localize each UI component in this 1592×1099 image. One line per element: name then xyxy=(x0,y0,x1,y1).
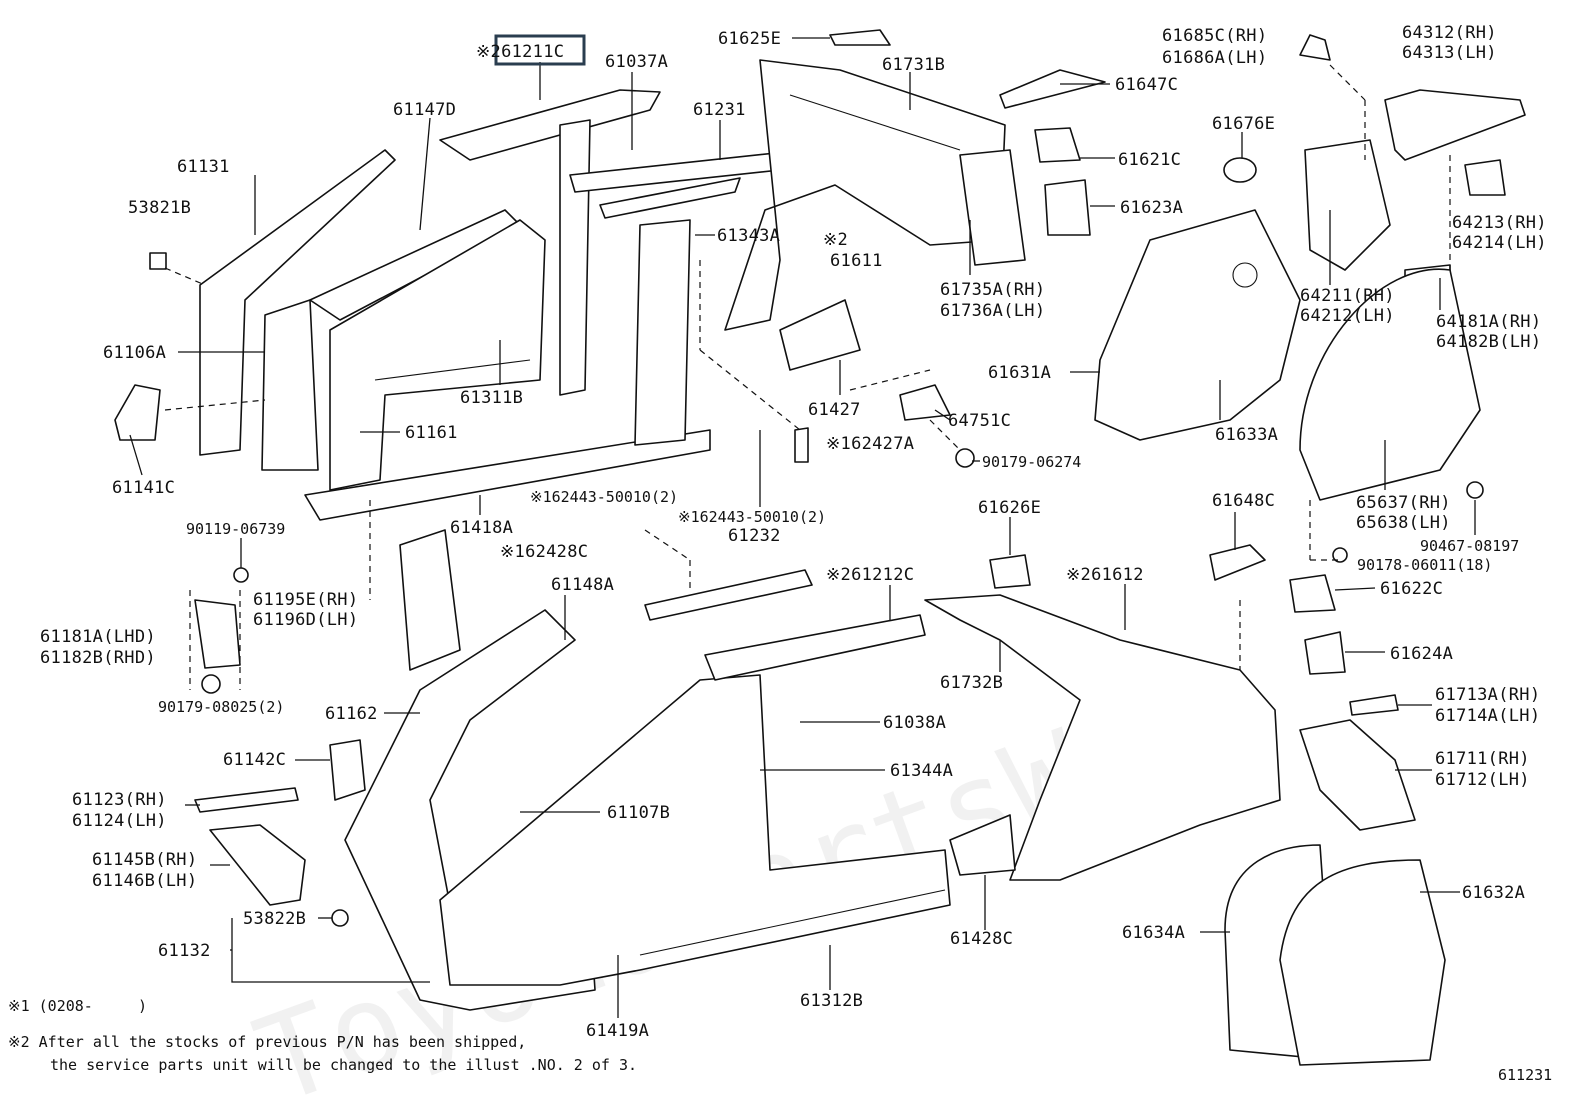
label-61142c[interactable]: 61142C xyxy=(223,750,286,770)
label-64181a[interactable]: 64181A(RH) xyxy=(1436,312,1541,332)
label-61735a[interactable]: 61735A(RH) xyxy=(940,280,1045,300)
note-2-line-2: the service parts unit will be changed t… xyxy=(50,1056,637,1074)
label-61731b[interactable]: 61731B xyxy=(882,55,945,75)
label-64211[interactable]: 64211(RH) xyxy=(1300,286,1395,306)
label-61146b[interactable]: 61146B(LH) xyxy=(92,871,197,891)
label-62428c[interactable]: ※162428C xyxy=(500,542,588,562)
label-61124[interactable]: 61124(LH) xyxy=(72,811,167,831)
label-61418a[interactable]: 61418A xyxy=(450,518,513,538)
label-61648c[interactable]: 61648C xyxy=(1212,491,1275,511)
label-53821b[interactable]: 53821B xyxy=(128,198,191,218)
label-61621c[interactable]: 61621C xyxy=(1118,150,1181,170)
label-61196d[interactable]: 61196D(LH) xyxy=(253,610,358,630)
label-90179-06274[interactable]: 90179-06274 xyxy=(982,453,1081,471)
label-61428c[interactable]: 61428C xyxy=(950,929,1013,949)
parts-illustration xyxy=(114,29,1526,1066)
label-64313[interactable]: 64313(LH) xyxy=(1402,43,1497,63)
label-61632a[interactable]: 61632A xyxy=(1462,883,1525,903)
label-61714a[interactable]: 61714A(LH) xyxy=(1435,706,1540,726)
note-2-line-1: ※2 After all the stocks of previous P/N … xyxy=(8,1033,526,1051)
label-61195e[interactable]: 61195E(RH) xyxy=(253,590,358,610)
label-61145b[interactable]: 61145B(RH) xyxy=(92,850,197,870)
label-90467-08197[interactable]: 90467-08197 xyxy=(1420,537,1519,555)
label-64212[interactable]: 64212(LH) xyxy=(1300,306,1395,326)
label-61686a[interactable]: 61686A(LH) xyxy=(1162,48,1267,68)
dashed-lines xyxy=(164,64,1451,690)
label-64312[interactable]: 64312(RH) xyxy=(1402,23,1497,43)
label-61611-mark: ※2 xyxy=(823,230,848,250)
label-61106a[interactable]: 61106A xyxy=(103,343,166,363)
label-61312b[interactable]: 61312B xyxy=(800,991,863,1011)
label-64751c[interactable]: 64751C xyxy=(948,411,1011,431)
label-61624a[interactable]: 61624A xyxy=(1390,644,1453,664)
label-61212c[interactable]: ※261212C xyxy=(826,565,914,585)
label-65638[interactable]: 65638(LH) xyxy=(1356,513,1451,533)
label-61685c[interactable]: 61685C(RH) xyxy=(1162,26,1267,46)
highlighted-part-box xyxy=(494,34,586,66)
label-61231[interactable]: 61231 xyxy=(693,100,746,120)
label-61181a[interactable]: 61181A(LHD) xyxy=(40,627,156,647)
label-62443-50010-b[interactable]: ※162443-50010(2) xyxy=(678,508,826,526)
label-61037a[interactable]: 61037A xyxy=(605,52,668,72)
label-61161[interactable]: 61161 xyxy=(405,423,458,443)
label-61633a[interactable]: 61633A xyxy=(1215,425,1278,445)
label-61147d[interactable]: 61147D xyxy=(393,100,456,120)
label-90178-06011[interactable]: 90178-06011(18) xyxy=(1357,556,1492,574)
label-61676e[interactable]: 61676E xyxy=(1212,114,1275,134)
label-61182b[interactable]: 61182B(RHD) xyxy=(40,648,156,668)
label-61344a[interactable]: 61344A xyxy=(890,761,953,781)
note-1: ※1 (0208- ) xyxy=(8,997,147,1015)
part-labels: ※261211C 61037A 61625E 61731B 61685C(RH)… xyxy=(40,23,1547,1041)
label-62443-50010-a[interactable]: ※162443-50010(2) xyxy=(530,488,678,506)
label-61141c[interactable]: 61141C xyxy=(112,478,175,498)
label-64213[interactable]: 64213(RH) xyxy=(1452,213,1547,233)
leader-lines xyxy=(129,37,1476,1018)
label-61622c[interactable]: 61622C xyxy=(1380,579,1443,599)
label-61631a[interactable]: 61631A xyxy=(988,363,1051,383)
label-61711[interactable]: 61711(RH) xyxy=(1435,749,1530,769)
label-61634a[interactable]: 61634A xyxy=(1122,923,1185,943)
label-61625e[interactable]: 61625E xyxy=(718,29,781,49)
label-61211c[interactable]: ※261211C xyxy=(476,42,564,62)
label-53822b[interactable]: 53822B xyxy=(243,909,306,929)
label-65637[interactable]: 65637(RH) xyxy=(1356,493,1451,513)
label-61232[interactable]: 61232 xyxy=(728,526,781,546)
label-61623a[interactable]: 61623A xyxy=(1120,198,1183,218)
label-61712[interactable]: 61712(LH) xyxy=(1435,770,1530,790)
label-62427a[interactable]: ※162427A xyxy=(826,434,914,454)
label-90119-06739[interactable]: 90119-06739 xyxy=(186,520,285,538)
label-61107b[interactable]: 61107B xyxy=(607,803,670,823)
label-61162[interactable]: 61162 xyxy=(325,704,378,724)
label-61131[interactable]: 61131 xyxy=(177,157,230,177)
label-61148a[interactable]: 61148A xyxy=(551,575,614,595)
label-61132[interactable]: 61132 xyxy=(158,941,211,961)
label-61123[interactable]: 61123(RH) xyxy=(72,790,167,810)
label-61612[interactable]: ※261612 xyxy=(1066,565,1144,585)
label-61732b[interactable]: 61732B xyxy=(940,673,1003,693)
label-64214[interactable]: 64214(LH) xyxy=(1452,233,1547,253)
label-61713a[interactable]: 61713A(RH) xyxy=(1435,685,1540,705)
illustration-code: 611231 xyxy=(1498,1066,1552,1084)
label-61419a[interactable]: 61419A xyxy=(586,1021,649,1041)
label-90179-08025[interactable]: 90179-08025(2) xyxy=(158,698,284,716)
label-61611[interactable]: 61611 xyxy=(830,251,883,271)
label-64182b[interactable]: 64182B(LH) xyxy=(1436,332,1541,352)
label-61038a[interactable]: 61038A xyxy=(883,713,946,733)
label-61427[interactable]: 61427 xyxy=(808,400,861,420)
label-61647c[interactable]: 61647C xyxy=(1115,75,1178,95)
label-61311b[interactable]: 61311B xyxy=(460,388,523,408)
label-61626e[interactable]: 61626E xyxy=(978,498,1041,518)
footnotes: ※1 (0208- ) ※2 After all the stocks of p… xyxy=(8,997,1552,1084)
label-61736a[interactable]: 61736A(LH) xyxy=(940,301,1045,321)
label-61343a[interactable]: 61343A xyxy=(717,226,780,246)
